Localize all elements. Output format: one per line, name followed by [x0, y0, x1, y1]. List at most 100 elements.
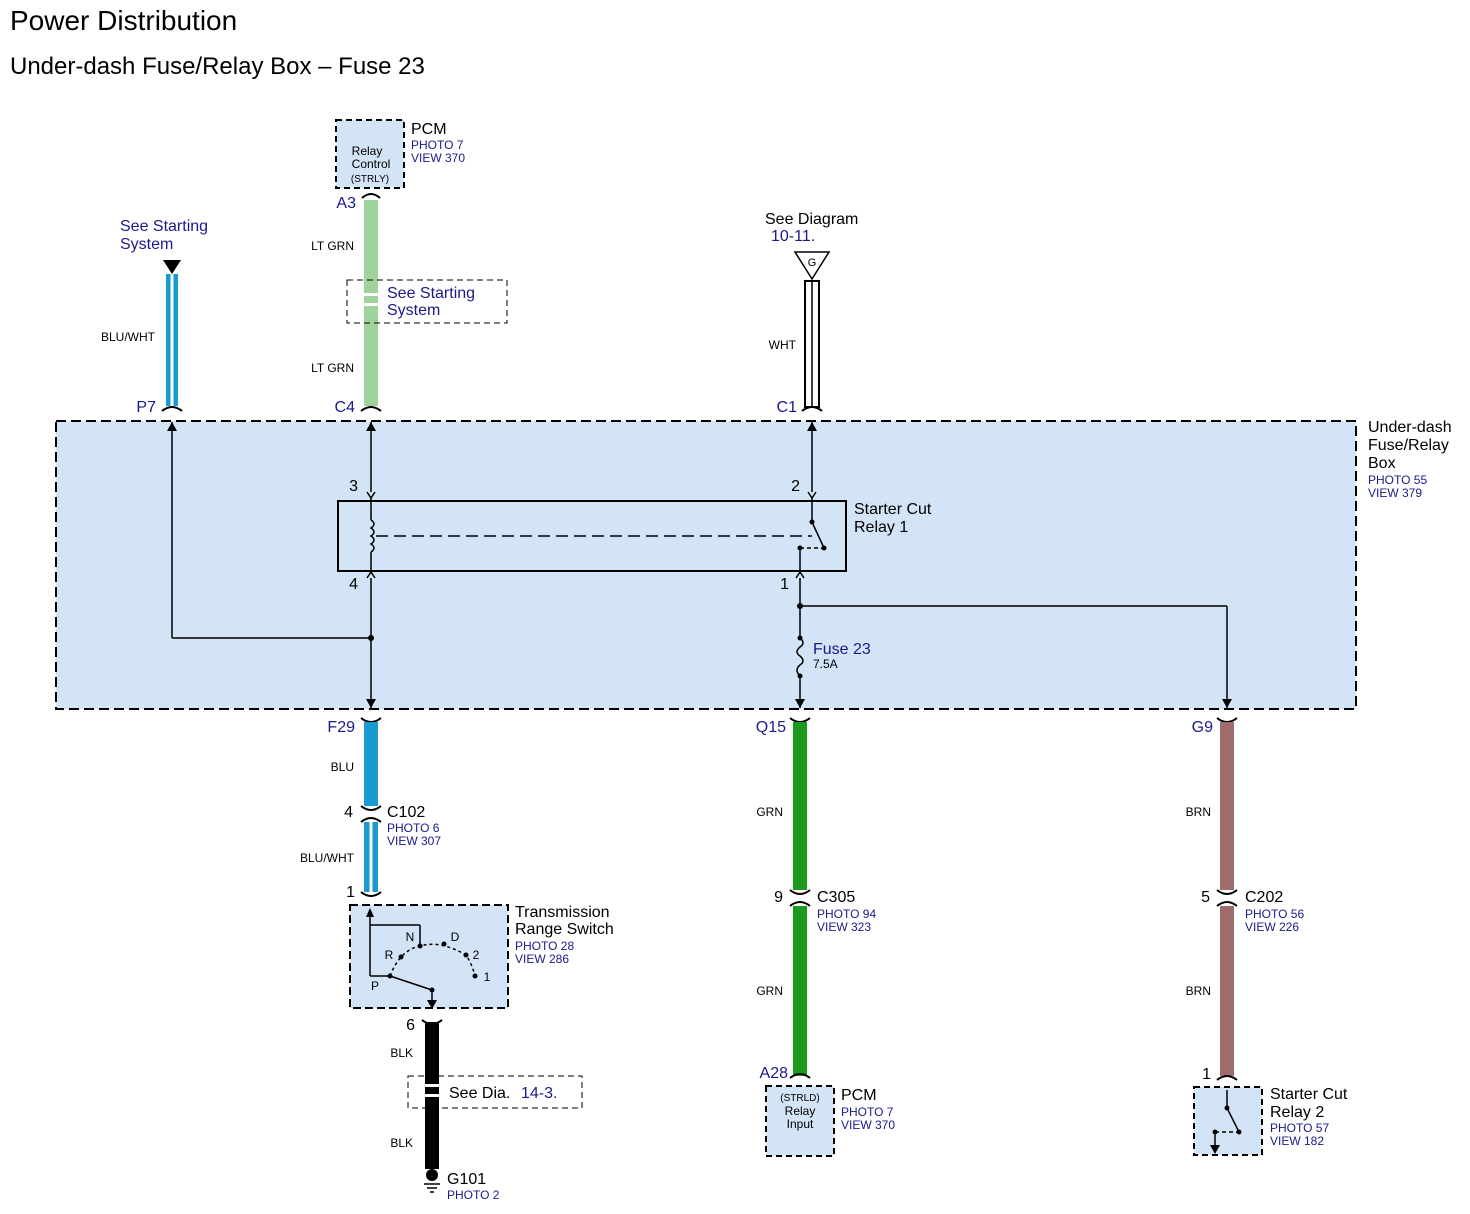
pcm-bottom-inner-1: (STRLD) [780, 1093, 819, 1104]
pcm-top-inner-1: Relay [352, 144, 383, 158]
main-box-photo: PHOTO 55 [1368, 473, 1427, 487]
pcm-relay-control: Relay Control (STRLY) [335, 119, 405, 189]
wire-label-grn-1: GRN [756, 805, 783, 819]
see-starting-left-2: System [120, 236, 173, 253]
pcm-bottom-view: VIEW 370 [841, 1118, 895, 1132]
see-dia-label: See Dia. [449, 1085, 510, 1102]
connector-c4: C4 [335, 399, 356, 416]
relay1-pin-4: 4 [349, 576, 358, 593]
ground-ref-triangle-icon: G [793, 251, 831, 281]
wire-label-blk-1: BLK [390, 1046, 413, 1060]
trs-pos-n: N [406, 930, 415, 944]
wire-label-blu-wht-top: BLU/WHT [101, 330, 156, 344]
trs-pos-r: R [385, 948, 394, 962]
main-box-label: Under-dash Fuse/Relay Box PHOTO 55 VIEW … [1368, 419, 1452, 500]
wire-q15-grn [789, 722, 811, 1079]
wire-blk [421, 1019, 443, 1169]
pcm-top-inner-2: Control [352, 157, 391, 171]
see-dia-box [407, 1075, 583, 1109]
relay1-name-2: Relay 1 [854, 519, 908, 536]
trs-photo: PHOTO 28 [515, 939, 574, 953]
starter-cut-relay-2 [1193, 1086, 1263, 1156]
see-starting-mid-2: System [387, 302, 440, 319]
pcm-top-inner-3: (STRLY) [351, 174, 389, 185]
relay2-name-2: Relay 2 [1270, 1104, 1324, 1121]
connector-g9: G9 [1192, 719, 1213, 736]
connector-p7: P7 [136, 399, 156, 416]
wire-label-wht: WHT [769, 338, 797, 352]
ground-name: G101 [447, 1171, 486, 1188]
see-diagram-ref: 10-11. [771, 228, 815, 245]
pcm-bottom-photo: PHOTO 7 [841, 1105, 894, 1119]
trs-pin-6: 6 [406, 1017, 415, 1034]
wire-label-lt-grn-1: LT GRN [311, 239, 354, 253]
wire-c4-lt-grn [361, 193, 381, 406]
page-title: Power Distribution [10, 5, 237, 36]
c305-pin-9: 9 [774, 889, 783, 906]
starter-cut-relay-1 [337, 491, 847, 579]
relay1-name-1: Starter Cut [854, 501, 932, 518]
wire-label-blk-2: BLK [390, 1136, 413, 1150]
wire-p7-blu-wht [163, 260, 181, 406]
under-dash-fuse-relay-box [55, 420, 1357, 710]
see-diagram-symbol: G [808, 257, 817, 269]
see-starting-mid-box [346, 279, 508, 324]
transmission-range-switch [349, 904, 509, 1009]
main-box-view: VIEW 379 [1368, 486, 1422, 500]
c102-view: VIEW 307 [387, 834, 441, 848]
c102-name: C102 [387, 804, 425, 821]
c305-name: C305 [817, 889, 855, 906]
ground-icon [424, 1169, 440, 1193]
pcm-bottom-inner-3: Input [787, 1117, 814, 1131]
bottom-connector-caps [360, 717, 1238, 723]
pcm-relay-input: (STRLD) Relay Input [765, 1085, 835, 1157]
wire-label-brn-1: BRN [1186, 805, 1211, 819]
relay1-pin-2: 2 [791, 478, 800, 495]
c202-view: VIEW 226 [1245, 920, 1299, 934]
wire-f29-blu [360, 722, 382, 897]
internal-wiring [171, 422, 1228, 708]
junction-dot-right [797, 603, 803, 609]
wire-label-blu: BLU [331, 760, 354, 774]
wire-label-lt-grn-2: LT GRN [311, 361, 354, 375]
fuse-23-icon [796, 635, 804, 679]
c305-view: VIEW 323 [817, 920, 871, 934]
main-box-name-2: Fuse/Relay [1368, 437, 1449, 454]
see-starting-mid-1: See Starting [387, 285, 475, 302]
junction-dot-left [368, 635, 374, 641]
trs-pos-1: 1 [484, 970, 491, 984]
main-box-name-3: Box [1368, 455, 1396, 472]
ground-photo: PHOTO 2 [447, 1188, 500, 1202]
wire-g9-brn [1216, 722, 1238, 1081]
pcm-top-photo: PHOTO 7 [411, 138, 464, 152]
fuse-rating: 7.5A [813, 657, 838, 671]
arrowheads [167, 422, 1232, 708]
c202-pin-5: 5 [1201, 889, 1210, 906]
wire-label-grn-2: GRN [756, 984, 783, 998]
top-connector-caps [161, 406, 823, 412]
c102-pin-1: 1 [346, 884, 355, 901]
connector-f29: F29 [327, 719, 355, 736]
pcm-bottom-name: PCM [841, 1087, 877, 1104]
pcm-top-name: PCM [411, 121, 447, 138]
see-starting-left-1: See Starting [120, 218, 208, 235]
see-diagram-label: See Diagram [765, 211, 858, 228]
relay1-pin-1: 1 [780, 576, 789, 593]
main-box-name-1: Under-dash [1368, 419, 1452, 436]
c102-pin-4: 4 [344, 804, 353, 821]
connector-c1: C1 [777, 399, 798, 416]
pcm-bottom-inner-2: Relay [785, 1104, 816, 1118]
relay2-pin-1: 1 [1202, 1066, 1211, 1083]
see-dia-ref: 14-3. [521, 1085, 557, 1102]
trs-pos-d: D [451, 930, 460, 944]
c305-photo: PHOTO 94 [817, 907, 876, 921]
relay1-pin-3: 3 [349, 478, 358, 495]
arrow-down-icon [163, 260, 181, 274]
trs-name-2: Range Switch [515, 921, 614, 938]
connector-q15: Q15 [756, 719, 786, 736]
relay2-view: VIEW 182 [1270, 1134, 1324, 1148]
wire-c1-wht [804, 280, 820, 408]
trs-pos-2: 2 [473, 948, 480, 962]
page-subtitle: Under-dash Fuse/Relay Box – Fuse 23 [10, 53, 425, 80]
